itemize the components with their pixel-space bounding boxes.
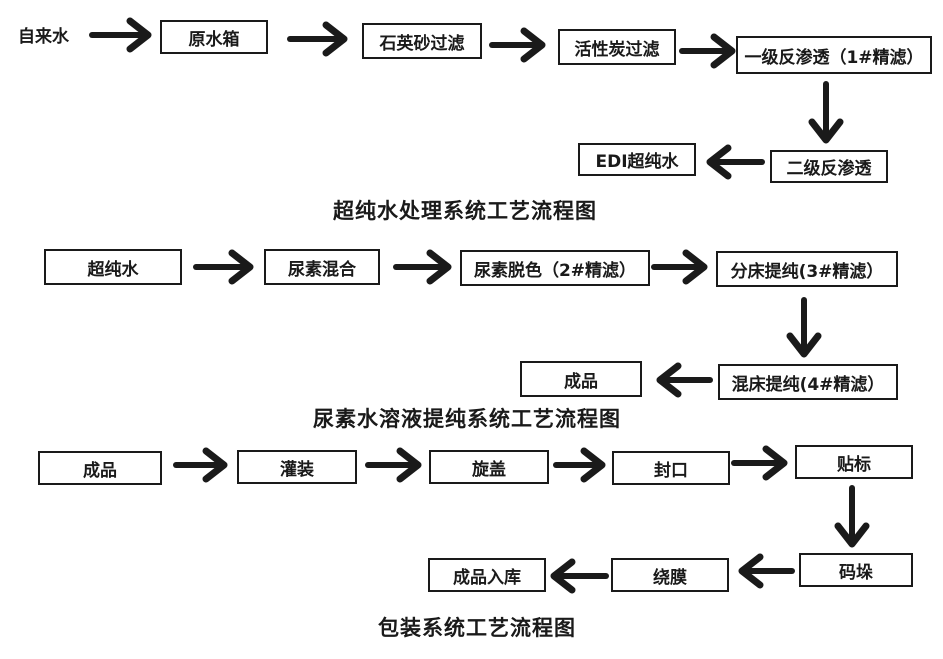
- arrow-left-icon: [554, 562, 609, 590]
- node-secondary-ro: 二级反渗透: [770, 150, 888, 183]
- node-finished-product-start: 成品: [38, 451, 162, 485]
- arrow-left-icon: [742, 557, 795, 585]
- node-raw-water-tank: 原水箱: [160, 20, 268, 54]
- arrow-left-icon: [710, 148, 765, 176]
- arrow-right-icon: [679, 37, 732, 65]
- node-primary-ro: 一级反渗透（1#精滤）: [736, 36, 932, 74]
- arrow-right-icon: [287, 25, 344, 53]
- node-warehousing: 成品入库: [428, 558, 546, 592]
- diagram-title-ultrapure-water: 超纯水处理系统工艺流程图: [333, 199, 597, 223]
- node-tap-water: 自来水: [18, 27, 69, 47]
- node-filling: 灌装: [237, 450, 357, 484]
- node-capping: 旋盖: [429, 450, 549, 484]
- node-labeling: 贴标: [795, 445, 913, 479]
- arrow-right-icon: [393, 253, 448, 281]
- arrow-right-icon: [489, 31, 542, 59]
- node-finished-product: 成品: [520, 361, 642, 397]
- arrow-right-icon: [365, 451, 418, 479]
- arrow-left-icon: [660, 366, 713, 394]
- node-film-wrapping: 绕膜: [611, 558, 729, 592]
- arrow-down-icon: [838, 485, 866, 544]
- arrow-right-icon: [173, 451, 224, 479]
- arrow-right-icon: [193, 253, 250, 281]
- arrow-down-icon: [812, 81, 840, 140]
- node-urea-mixing: 尿素混合: [264, 249, 380, 285]
- node-palletizing: 码垛: [799, 553, 913, 587]
- arrow-right-icon: [553, 451, 602, 479]
- node-urea-decolorization: 尿素脱色（2#精滤）: [460, 250, 650, 286]
- arrow-right-icon: [731, 449, 784, 477]
- diagram-title-packaging: 包装系统工艺流程图: [378, 616, 576, 640]
- node-activated-carbon-filter: 活性炭过滤: [558, 29, 676, 65]
- node-quartz-sand-filter: 石英砂过滤: [362, 23, 482, 59]
- node-edi-ultrapure-water: EDI超纯水: [578, 143, 696, 176]
- arrow-right-icon: [89, 21, 148, 49]
- arrow-down-icon: [790, 297, 818, 354]
- node-mixed-bed-purification: 混床提纯(4#精滤）: [718, 364, 898, 400]
- node-ultrapure-water: 超纯水: [44, 249, 182, 285]
- node-sealing: 封口: [612, 451, 730, 485]
- arrow-right-icon: [651, 253, 704, 281]
- node-split-bed-purification: 分床提纯(3#精滤）: [716, 251, 898, 287]
- diagram-title-urea-purification: 尿素水溶液提纯系统工艺流程图: [313, 407, 621, 431]
